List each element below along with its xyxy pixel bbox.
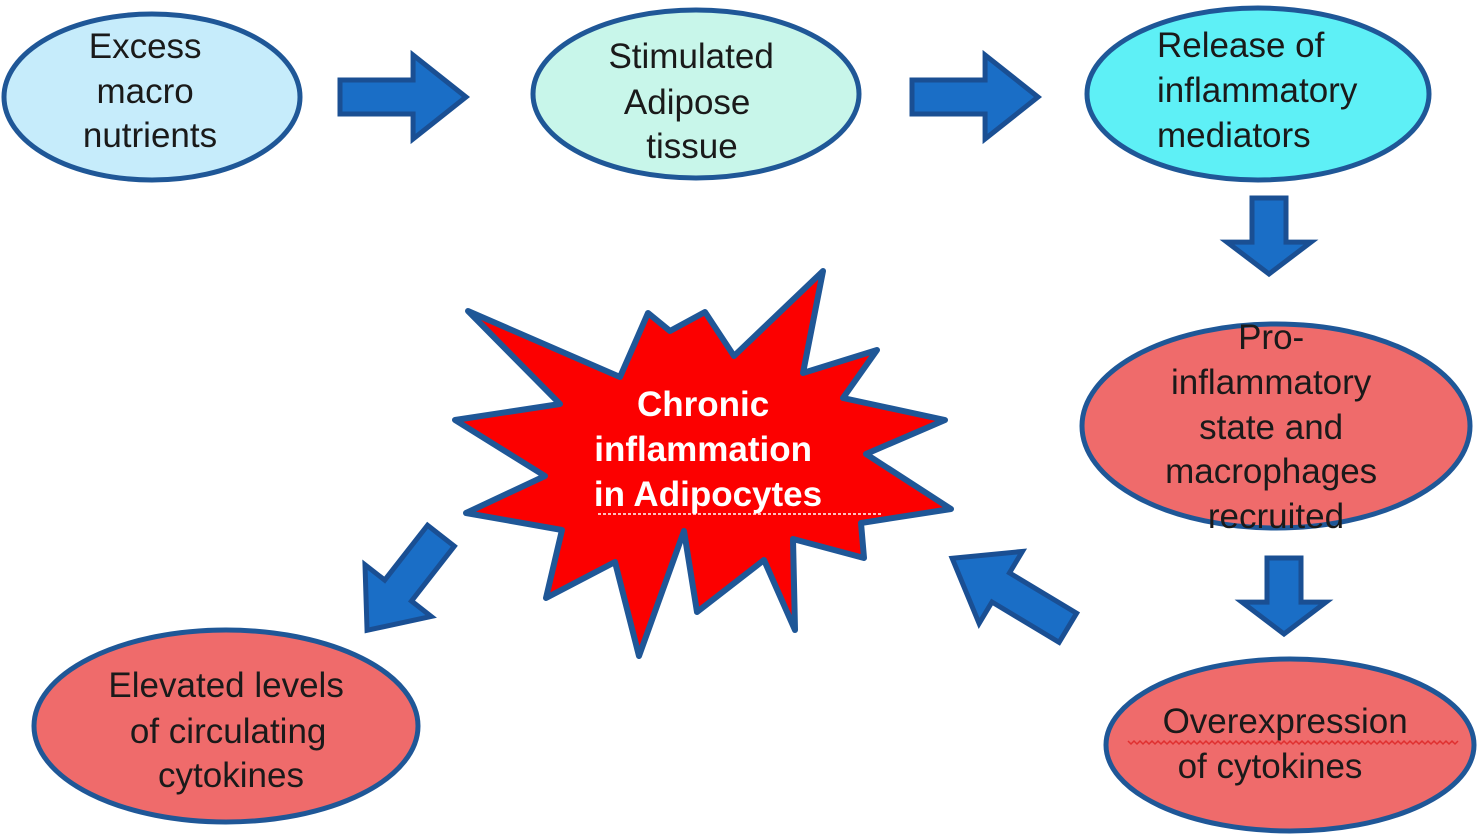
arrow-down-left-icon bbox=[362, 521, 458, 634]
node-stimulated-adipose-tissue: Stimulated Adipose tissue bbox=[530, 7, 862, 181]
node-excess-macro-nutrients: Excess macro nutrients bbox=[1, 11, 303, 183]
node-label-line: tissue bbox=[646, 127, 737, 166]
spell-check-underline bbox=[1127, 739, 1459, 746]
svg-text:Pro- inflammatory: Pro- inflammatory state and macrophages … bbox=[1165, 318, 1387, 536]
center-label-line-1: Chronic bbox=[637, 385, 769, 424]
node-ellipse bbox=[1079, 321, 1473, 531]
arrow-up-left-icon bbox=[948, 548, 1081, 646]
chronic-inflammation-node: Chronic inflammation in Adipocytes bbox=[452, 268, 954, 659]
node-label-line: macro bbox=[97, 72, 194, 111]
node-ellipse bbox=[31, 627, 421, 825]
arrow-down-icon bbox=[1219, 195, 1319, 278]
node-label-line: Adipose bbox=[624, 83, 750, 122]
node-overexpression-cytokines: Overexpression of cytokines bbox=[1103, 656, 1477, 834]
node-label-line: macrophages bbox=[1165, 452, 1377, 491]
node-label-line: Overexpression bbox=[1163, 702, 1408, 741]
node-label-line: of cytokines bbox=[1178, 747, 1363, 786]
node-pro-inflammatory-state: Pro- inflammatory state and macrophages … bbox=[1079, 318, 1473, 536]
arrow-down-icon bbox=[1234, 555, 1334, 638]
explosion-star-shape bbox=[452, 268, 954, 659]
svg-text:Chronic inflammation: Chronic inflammation in Adipocytes bbox=[594, 385, 822, 514]
svg-text:Overexpression of cytoki: Overexpression of cytokines bbox=[1163, 702, 1418, 786]
node-ellipse bbox=[1103, 656, 1477, 834]
node-label-line: Stimulated bbox=[608, 37, 773, 76]
node-label-line: state and bbox=[1199, 408, 1343, 447]
svg-text:Stimulated Adipose: Stimulated Adipose tissue bbox=[608, 37, 783, 166]
node-label-line: inflammatory bbox=[1171, 363, 1372, 402]
node-label-line: Elevated levels bbox=[108, 666, 343, 705]
node-label-line: of circulating bbox=[130, 712, 326, 751]
node-label-line: nutrients bbox=[83, 116, 217, 155]
node-label-line: Pro- bbox=[1238, 318, 1304, 357]
node-ellipse bbox=[1084, 5, 1432, 183]
node-label-line: recruited bbox=[1208, 497, 1344, 536]
node-label-line: Excess bbox=[89, 27, 202, 66]
arrows-layer bbox=[337, 49, 1334, 646]
node-ellipse bbox=[530, 7, 862, 181]
arrow-right-icon bbox=[337, 49, 471, 145]
node-label-line: cytokines bbox=[158, 756, 304, 795]
svg-text:Elevated levels of circu: Elevated levels of circulating cytokines bbox=[108, 666, 353, 795]
svg-text:Excess macro nutri: Excess macro nutrients bbox=[83, 27, 217, 155]
center-label-line-3: in Adipocytes bbox=[594, 475, 822, 514]
arrow-right-icon bbox=[909, 49, 1043, 145]
svg-text:Release of inflammatory: Release of inflammatory mediators bbox=[1157, 26, 1367, 155]
node-label-line: Release of bbox=[1157, 26, 1325, 65]
node-label-line: inflammatory bbox=[1157, 71, 1358, 110]
node-release-inflammatory-mediators: Release of inflammatory mediators bbox=[1084, 5, 1432, 183]
center-label-line-2: inflammation bbox=[594, 430, 812, 469]
node-ellipse bbox=[1, 11, 303, 183]
node-label-line: mediators bbox=[1157, 116, 1311, 155]
node-elevated-circulating-cytokines: Elevated levels of circulating cytokines bbox=[31, 627, 421, 825]
